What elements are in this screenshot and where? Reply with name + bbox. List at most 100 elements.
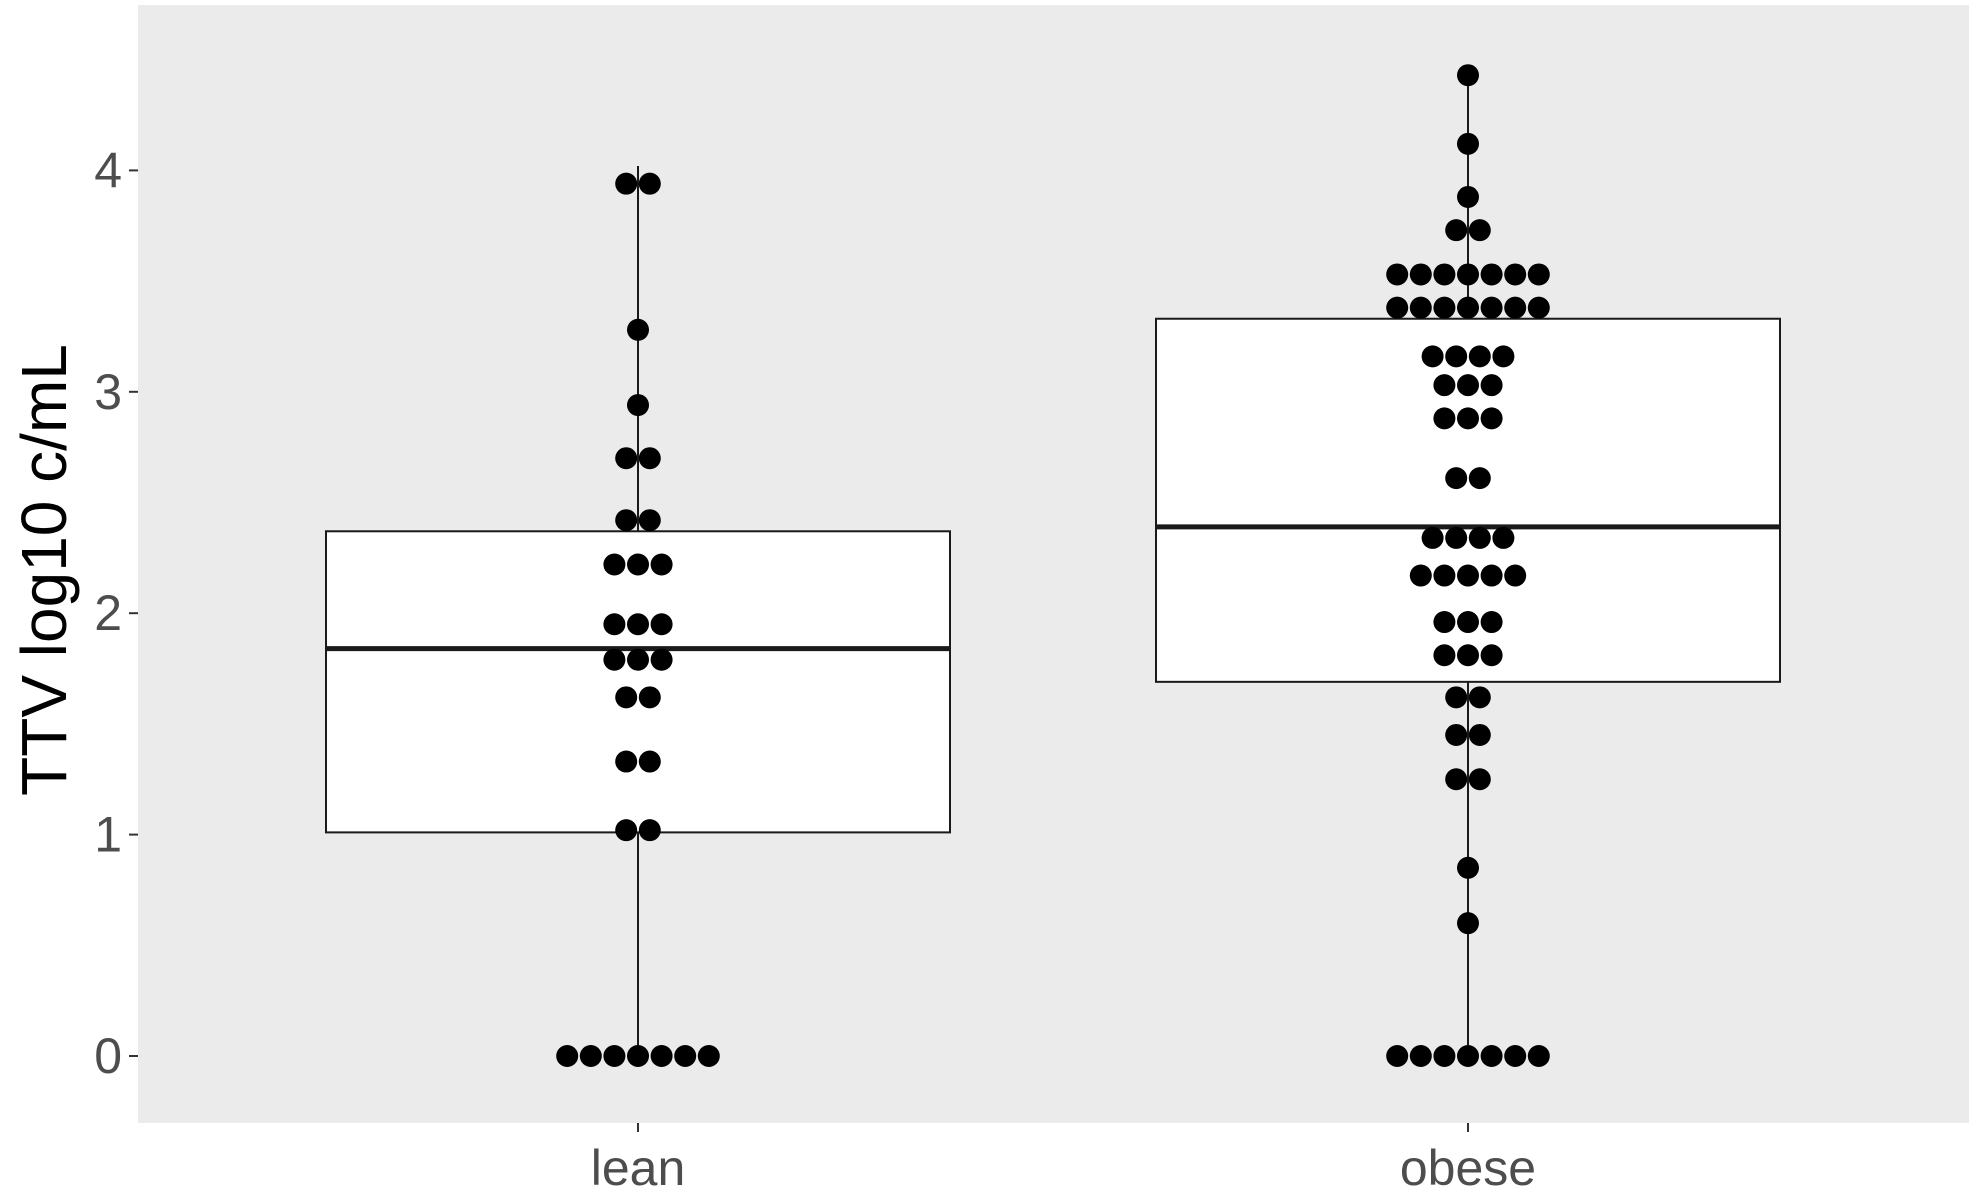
data-point [627,648,649,671]
data-point [1445,345,1468,368]
data-point [1468,467,1491,490]
data-point [615,447,638,470]
data-point [1480,644,1503,667]
data-point [1480,564,1503,587]
data-point [1504,564,1527,587]
data-point [1433,263,1456,286]
data-point [638,509,661,532]
data-point [697,1045,720,1067]
data-point [1386,296,1409,319]
data-point [650,553,673,576]
box-lean [325,530,951,834]
data-point [650,613,673,636]
data-point [1504,1045,1527,1067]
data-point [1527,1045,1550,1067]
data-point [1457,185,1479,208]
data-point [1527,263,1550,286]
data-point [1457,374,1479,397]
data-point [556,1045,579,1067]
data-point [1421,345,1444,368]
data-point [627,394,649,417]
y-tick-label: 1 [94,807,122,863]
data-point [603,648,626,671]
data-point [638,172,661,195]
data-point [627,613,649,636]
data-point [1527,296,1550,319]
y-tick-label: 0 [94,1028,122,1084]
data-point [1409,263,1432,286]
data-point [1457,132,1479,155]
data-point [615,750,638,773]
data-point [650,1045,673,1067]
data-point [1480,263,1503,286]
x-tick-label-obese: obese [1400,1140,1536,1195]
data-point [615,819,638,842]
data-point [1386,1045,1409,1067]
data-point [579,1045,602,1067]
y-axis-title: TTV log10 c/mL [8,344,80,796]
data-point [1468,526,1491,549]
data-point [615,509,638,532]
data-point [1468,768,1491,791]
data-point [1445,467,1468,490]
data-point [1445,526,1468,549]
data-point [1468,686,1491,709]
data-point [603,613,626,636]
data-point [615,686,638,709]
data-point [615,172,638,195]
data-point [1468,345,1491,368]
data-point [1457,644,1479,667]
data-point [1409,1045,1432,1067]
data-point [1433,564,1456,587]
data-point [1409,564,1432,587]
data-point [1468,723,1491,746]
data-point [1409,296,1432,319]
data-point [603,1045,626,1067]
data-point [1386,263,1409,286]
data-point [638,686,661,709]
y-tick-label: 2 [94,585,122,641]
data-point [1445,686,1468,709]
data-point [1433,611,1456,634]
y-tick-label: 4 [94,142,122,198]
data-point [1445,768,1468,791]
axis-layer: 0 1 2 3 4 lean obese [94,142,1536,1196]
data-point [1445,723,1468,746]
x-tick-label-lean: lean [591,1140,686,1195]
data-point [650,648,673,671]
data-point [1457,64,1479,87]
data-point [627,318,649,341]
data-point [1457,856,1479,879]
data-point [1492,526,1515,549]
data-point [1445,219,1468,242]
data-point [1504,263,1527,286]
data-point [1457,263,1479,286]
data-point [1433,296,1456,319]
data-point [638,750,661,773]
data-point [1433,1045,1456,1067]
data-point [1457,611,1479,634]
data-point [1504,296,1527,319]
data-point [1457,564,1479,587]
data-point [603,553,626,576]
data-point [1480,611,1503,634]
data-point [638,819,661,842]
data-point [674,1045,697,1067]
data-point [1433,644,1456,667]
data-point [1457,407,1479,430]
data-point [638,447,661,470]
data-point [1480,374,1503,397]
data-point [1480,1045,1503,1067]
y-tick-label: 3 [94,364,122,420]
data-point [1480,407,1503,430]
data-point [1433,374,1456,397]
data-point [1468,219,1491,242]
data-point [627,553,649,576]
data-point [1433,407,1456,430]
data-point [1457,912,1479,935]
points-layer [556,64,1550,1067]
data-point [1457,296,1479,319]
data-point [1457,1045,1479,1067]
data-point [1480,296,1503,319]
